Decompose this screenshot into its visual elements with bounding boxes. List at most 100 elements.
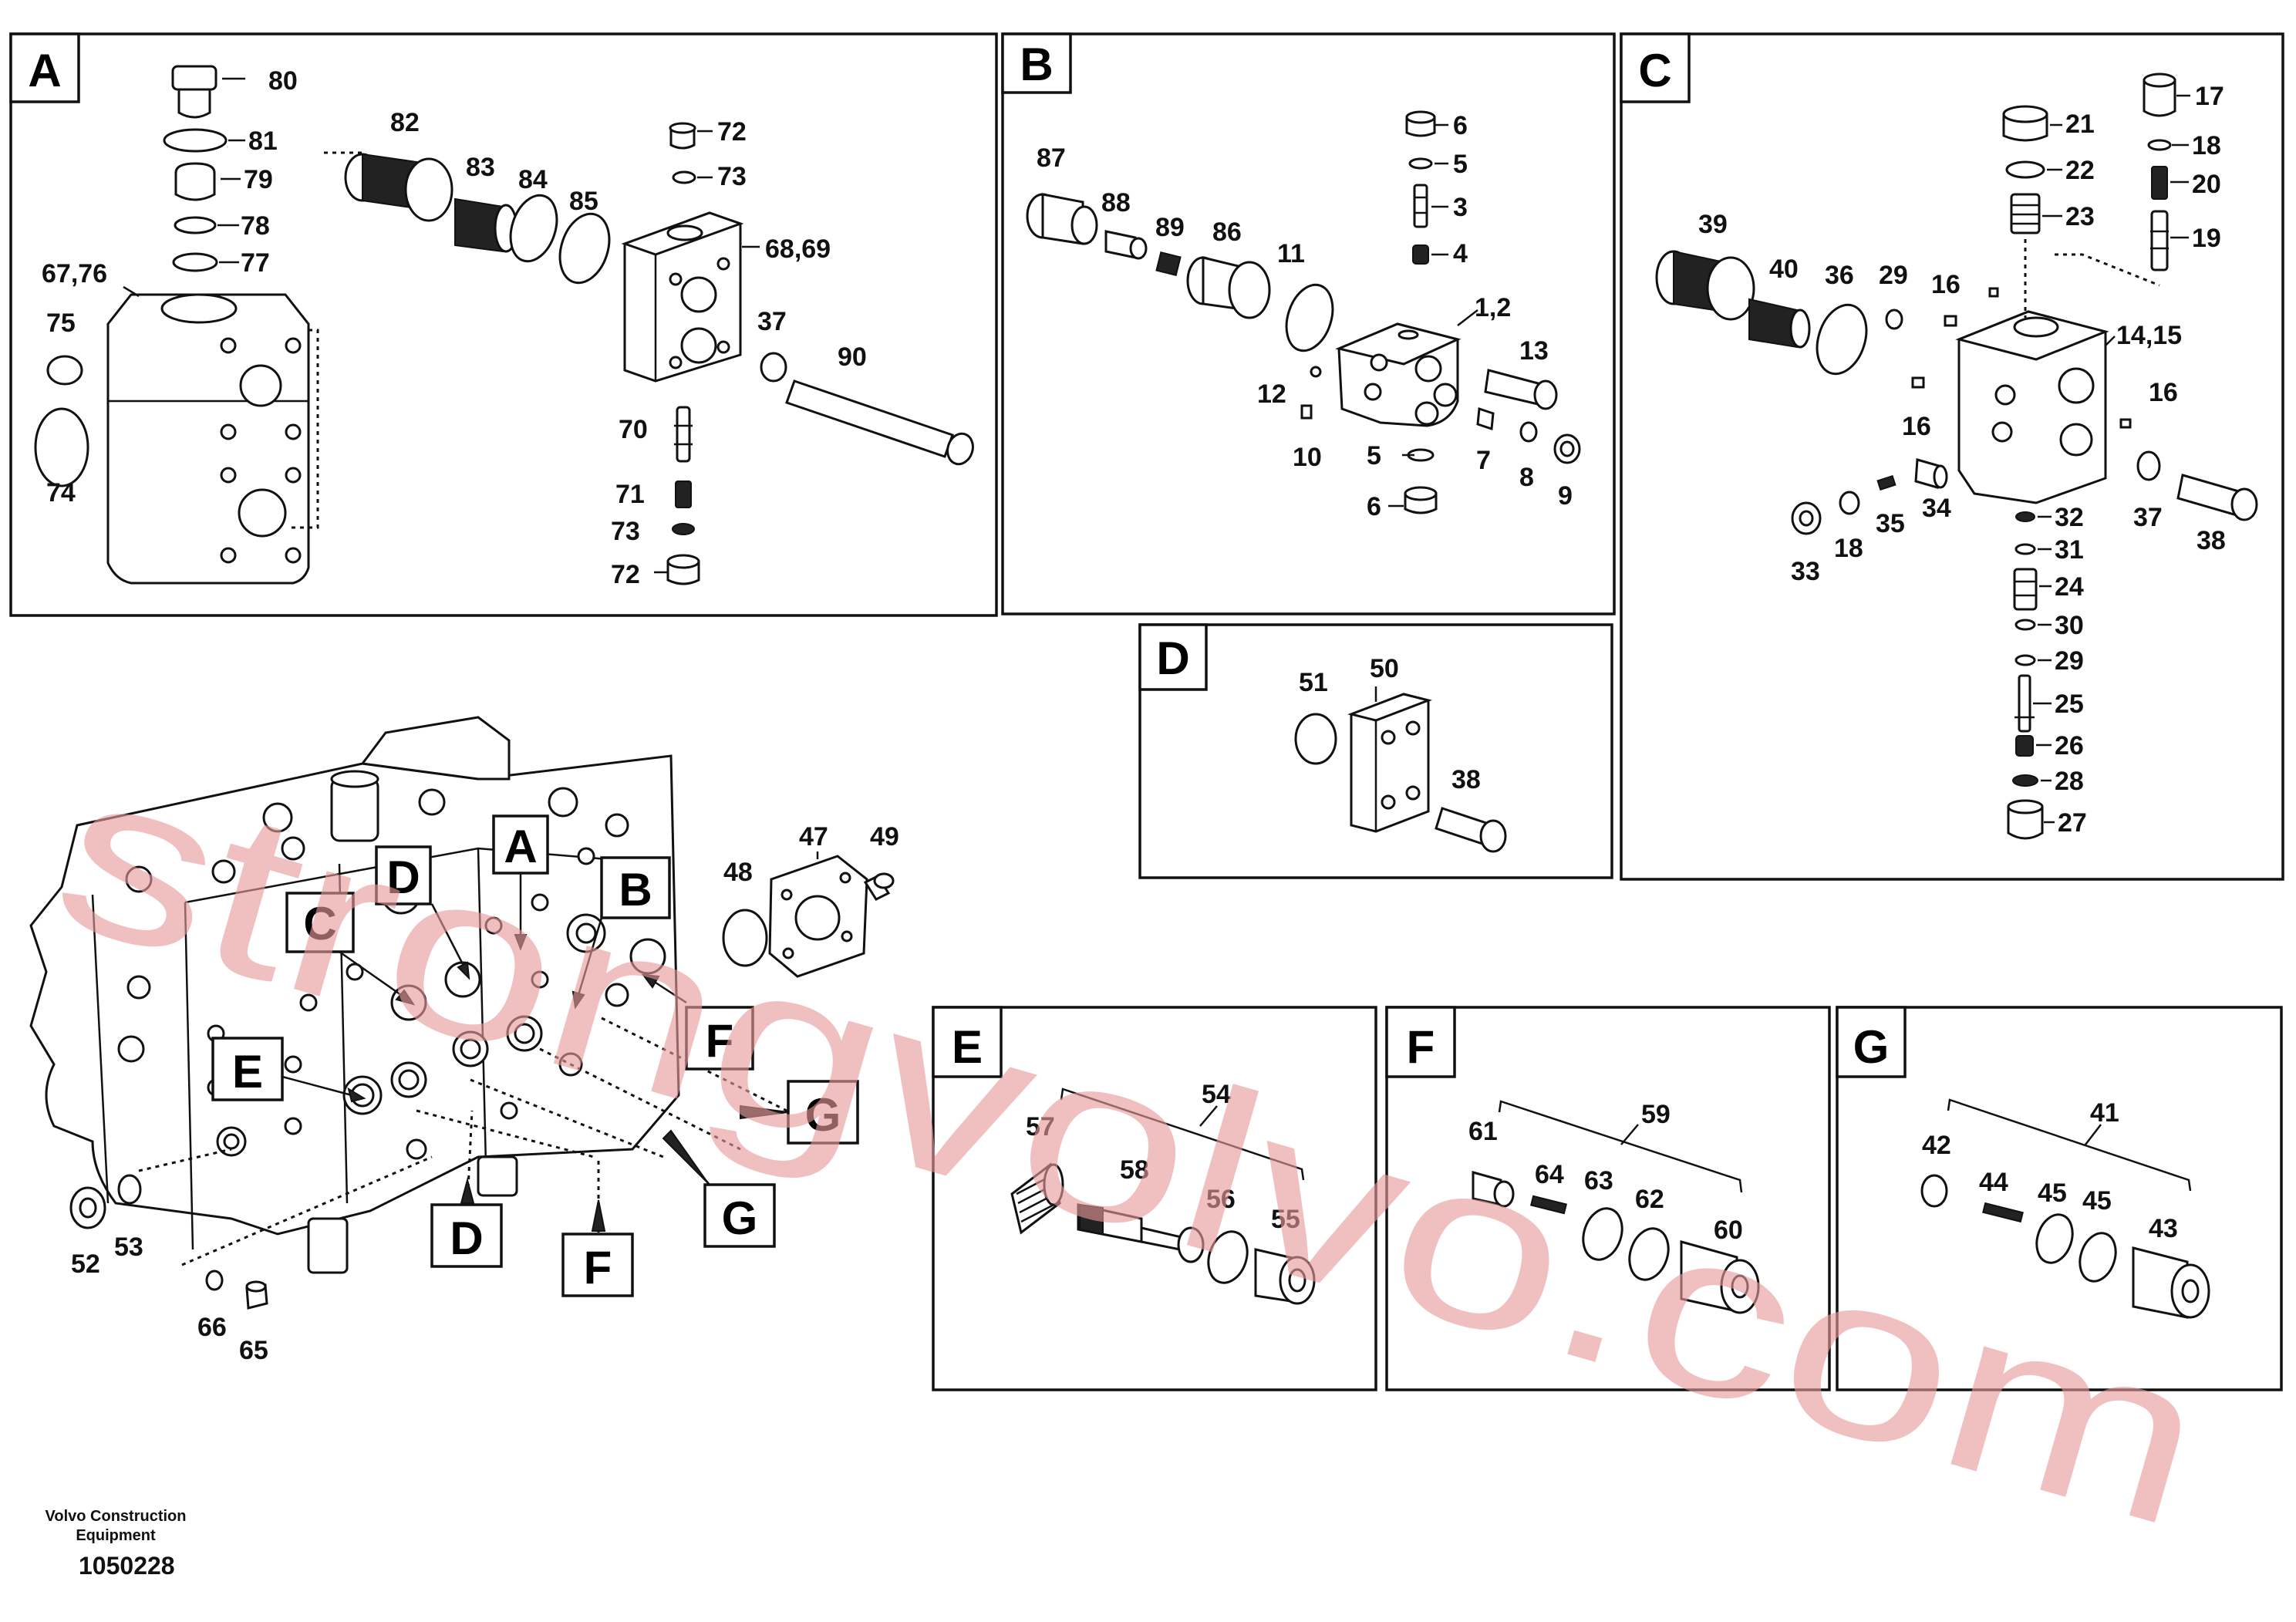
spring-57 [1010, 1162, 1064, 1235]
callout-d[interactable]: D [375, 845, 470, 980]
label-68-69: 68,69 [765, 234, 831, 264]
seal-45-a [2035, 1213, 2074, 1264]
callout-e[interactable]: E [211, 1037, 366, 1103]
label-88: 88 [1101, 188, 1131, 218]
callout-f[interactable]: F [641, 973, 754, 1071]
callout-a[interactable]: A [492, 814, 549, 951]
panel-f: F 59 61 64 63 62 60 [1385, 1006, 1831, 1391]
label-18-top: 18 [2192, 131, 2221, 160]
label-29-top: 29 [1879, 261, 1908, 290]
label-26: 26 [2055, 731, 2084, 760]
seal-78 [174, 216, 217, 234]
callout-b[interactable]: B [571, 856, 671, 1010]
seal-74 [34, 407, 89, 487]
label-10: 10 [1293, 443, 1322, 472]
plug-21 [2002, 105, 2048, 142]
plug-72-top [669, 122, 713, 150]
callout-c[interactable]: C [285, 892, 416, 1006]
label-35: 35 [1876, 509, 1905, 538]
seal-51 [1294, 713, 1337, 765]
callout-g-lower[interactable]: G [662, 1129, 776, 1248]
label-71: 71 [615, 480, 645, 509]
panel-d: D 51 50 38 [1138, 623, 1613, 879]
callout-g[interactable]: G [740, 1080, 859, 1145]
plug-16-dot [1988, 287, 1999, 298]
seal-62 [1628, 1227, 1670, 1281]
plug-16-a [1944, 315, 1957, 327]
label-14-15: 14,15 [2116, 321, 2182, 350]
label-84: 84 [518, 165, 548, 194]
fitting-7 [1476, 406, 1495, 431]
panel-a-letter: A [28, 45, 61, 96]
seal-32 [2015, 511, 2035, 522]
spool-58 [1077, 1203, 1205, 1263]
bolt-90 [785, 379, 974, 466]
label-16-a: 16 [1931, 270, 1961, 299]
label-34: 34 [1922, 494, 1951, 523]
cap-39 [1655, 250, 1755, 321]
brand-line-1: Volvo Construction [46, 1508, 187, 1525]
label-49: 49 [870, 822, 899, 851]
plug-72-bottom [666, 554, 700, 585]
label-38-c: 38 [2197, 526, 2226, 555]
label-54: 54 [1202, 1080, 1231, 1109]
label-37: 37 [757, 307, 787, 336]
label-82: 82 [390, 108, 420, 137]
brand-line-2: Equipment [76, 1527, 156, 1544]
label-16-b: 16 [1902, 412, 1931, 441]
label-19: 19 [2192, 224, 2221, 253]
seal-45-b [2079, 1232, 2117, 1283]
label-17: 17 [2195, 82, 2224, 111]
label-51: 51 [1299, 668, 1328, 697]
callout-d-lower[interactable]: D [430, 1110, 503, 1268]
label-86: 86 [1212, 218, 1242, 247]
label-7: 7 [1476, 446, 1491, 475]
label-80: 80 [268, 66, 298, 96]
label-21: 21 [2065, 110, 2095, 139]
gasket-47 [768, 855, 868, 978]
label-73-top: 73 [717, 162, 747, 191]
seal-56 [1207, 1230, 1249, 1284]
bolt-49 [863, 872, 895, 901]
panel-c-letter: C [1638, 45, 1671, 96]
spring-26 [2015, 735, 2034, 757]
seal-48 [722, 909, 768, 967]
seal-73-bottom [672, 523, 695, 535]
label-56: 56 [1206, 1185, 1236, 1214]
spring-4 [1412, 244, 1429, 265]
label-43: 43 [2149, 1214, 2178, 1243]
label-87: 87 [1037, 143, 1066, 173]
label-60: 60 [1714, 1216, 1743, 1245]
label-32: 32 [2055, 503, 2084, 532]
label-48: 48 [723, 858, 753, 887]
seal-8 [1519, 421, 1538, 443]
plug-80 [171, 65, 245, 119]
cap-87 [1026, 193, 1098, 245]
seal-37 [2136, 450, 2161, 481]
label-90: 90 [838, 342, 867, 372]
label-58: 58 [1120, 1155, 1149, 1185]
seal-77 [172, 252, 218, 272]
seal-29-bottom [2014, 654, 2036, 666]
seal-84 [509, 194, 558, 263]
seal-42 [1920, 1174, 1948, 1208]
label-74: 74 [46, 478, 76, 508]
panel-b: B [1001, 32, 1616, 615]
block-1-2 [1335, 322, 1462, 427]
valve-24 [2013, 568, 2038, 611]
svg-text:B: B [619, 864, 652, 916]
seal-37 [760, 352, 787, 383]
seal-18-top [2147, 139, 2172, 151]
plug-55 [1254, 1248, 1316, 1305]
panel-c: C [1620, 32, 2284, 881]
label-85: 85 [569, 187, 598, 216]
spring-83 [454, 197, 518, 253]
label-59: 59 [1641, 1100, 1671, 1129]
label-55: 55 [1271, 1205, 1300, 1234]
valve-3 [1413, 184, 1428, 228]
callout-f-lower[interactable]: F [561, 1157, 634, 1297]
plug-33 [1791, 501, 1822, 535]
label-36: 36 [1825, 261, 1854, 290]
main-valve-assembly: A B C D E F [29, 716, 899, 1365]
label-6-top: 6 [1453, 111, 1468, 140]
